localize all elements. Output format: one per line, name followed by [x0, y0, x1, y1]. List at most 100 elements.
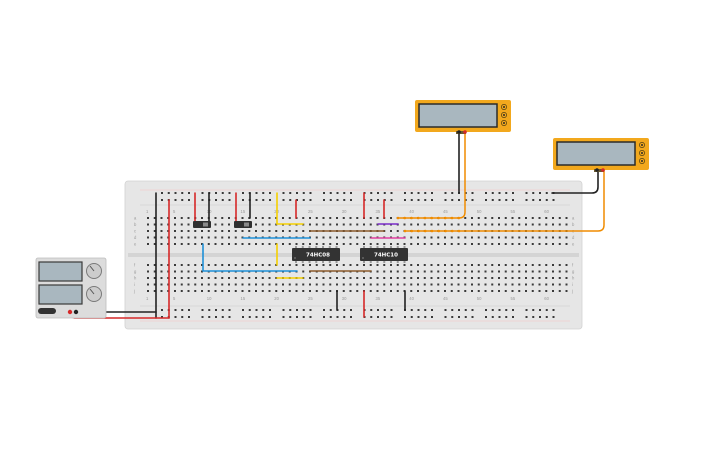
slide-switch-icon[interactable]	[193, 221, 211, 228]
column-number: 45	[443, 209, 448, 214]
breadboard-hole	[288, 264, 291, 266]
chip-pin	[322, 260, 324, 263]
breadboard-hole	[484, 290, 487, 292]
chip-2[interactable]: 74HC10	[360, 246, 408, 263]
chip-body[interactable]	[292, 248, 340, 261]
breadboard-hole	[228, 192, 231, 194]
breadboard-hole	[504, 277, 507, 279]
breadboard-hole	[396, 290, 399, 292]
breadboard-hole	[457, 236, 460, 239]
breadboard-hole	[174, 290, 176, 292]
breadboard-hole	[228, 290, 230, 292]
breadboard-hole	[545, 283, 548, 286]
breadboard-hole	[458, 199, 460, 201]
breadboard-hole	[417, 236, 419, 239]
meter-jack-hole	[503, 122, 505, 124]
breadboard-hole	[356, 283, 359, 286]
breadboard-hole	[403, 270, 406, 273]
breadboard-hole	[504, 283, 507, 286]
chip-pin	[301, 260, 304, 263]
breadboard-hole	[437, 243, 440, 245]
column-number: 35	[376, 209, 381, 214]
breadboard-hole	[477, 277, 480, 279]
breadboard-hole	[376, 277, 379, 279]
breadboard-hole	[147, 243, 149, 245]
chip-body[interactable]	[360, 248, 408, 261]
breadboard-hole	[545, 223, 548, 226]
breadboard-hole	[201, 264, 203, 266]
breadboard-hole	[241, 264, 244, 266]
chip-1[interactable]: 74HC08	[292, 246, 340, 263]
breadboard-holes	[147, 192, 568, 318]
breadboard-hole	[545, 290, 548, 292]
breadboard-hole	[538, 223, 541, 226]
breadboard-hole	[215, 316, 217, 318]
breadboard-hole	[275, 230, 278, 232]
breadboard-hole	[450, 236, 453, 239]
breadboard-hole	[207, 264, 210, 266]
probe-wire[interactable]	[397, 131, 466, 219]
slide-switches[interactable]	[193, 221, 252, 228]
switch-slider[interactable]	[203, 222, 208, 227]
breadboard-hole	[504, 270, 507, 273]
meter-1[interactable]	[415, 100, 511, 134]
column-number: 5	[173, 296, 176, 301]
breadboard-hole	[423, 270, 426, 273]
breadboard-hole	[525, 277, 527, 279]
breadboard-hole	[531, 283, 534, 286]
slide-switch-icon[interactable]	[234, 221, 252, 228]
breadboard-hole	[160, 236, 163, 239]
breadboard-hole	[511, 277, 514, 279]
meter-2[interactable]	[553, 138, 649, 172]
breadboard-hole	[477, 236, 480, 239]
breadboard-hole	[187, 236, 190, 239]
breadboard-hole	[370, 309, 373, 311]
chip-pin	[369, 260, 372, 263]
breadboard-hole	[552, 270, 554, 273]
breadboard-hole	[255, 217, 257, 219]
ic-chips[interactable]: 74HC08 74HC10	[292, 246, 408, 263]
psu-positive-terminal[interactable]	[67, 309, 73, 315]
breadboard-hole	[187, 270, 190, 273]
breadboard-hole	[309, 283, 311, 286]
meter-ground-wire[interactable]	[551, 169, 599, 194]
breadboard-hole	[538, 283, 541, 286]
breadboard-hole	[180, 230, 183, 232]
breadboard-hole	[417, 283, 419, 286]
multimeters[interactable]	[415, 100, 649, 172]
breadboard-hole	[450, 290, 453, 292]
breadboard-hole	[248, 283, 251, 286]
breadboard-hole	[188, 309, 190, 311]
psu-negative-terminal[interactable]	[73, 309, 79, 315]
breadboard-hole	[504, 243, 507, 245]
wires[interactable]	[69, 131, 605, 319]
breadboard-hole	[518, 290, 521, 292]
breadboard-hole	[477, 243, 480, 245]
breadboard-hole	[349, 283, 352, 286]
breadboard-hole	[153, 264, 156, 266]
switch-slider[interactable]	[244, 222, 249, 227]
breadboard-hole	[552, 243, 554, 245]
power-supply[interactable]	[35, 257, 107, 319]
breadboard-hole	[349, 277, 352, 279]
probe-wire[interactable]	[404, 169, 605, 232]
breadboard-hole	[315, 283, 318, 286]
breadboard-hole	[228, 277, 230, 279]
breadboard-hole	[403, 223, 406, 226]
meter-com-terminal[interactable]	[457, 130, 461, 134]
breadboard-hole	[491, 309, 494, 311]
meter-v-terminal[interactable]	[601, 168, 605, 172]
breadboard-hole	[390, 192, 393, 194]
breadboard-hole	[221, 236, 224, 239]
psu-power-switch[interactable]	[38, 308, 56, 314]
meter-com-terminal[interactable]	[595, 168, 599, 172]
breadboard-hole	[234, 236, 237, 239]
meter-v-terminal[interactable]	[463, 130, 467, 134]
breadboard-hole	[315, 236, 318, 239]
breadboard-hole	[376, 264, 379, 266]
signal-wire[interactable]	[202, 243, 298, 272]
breadboard-hole	[329, 290, 332, 292]
breadboard-hole	[511, 264, 514, 266]
breadboard-hole	[424, 192, 427, 194]
